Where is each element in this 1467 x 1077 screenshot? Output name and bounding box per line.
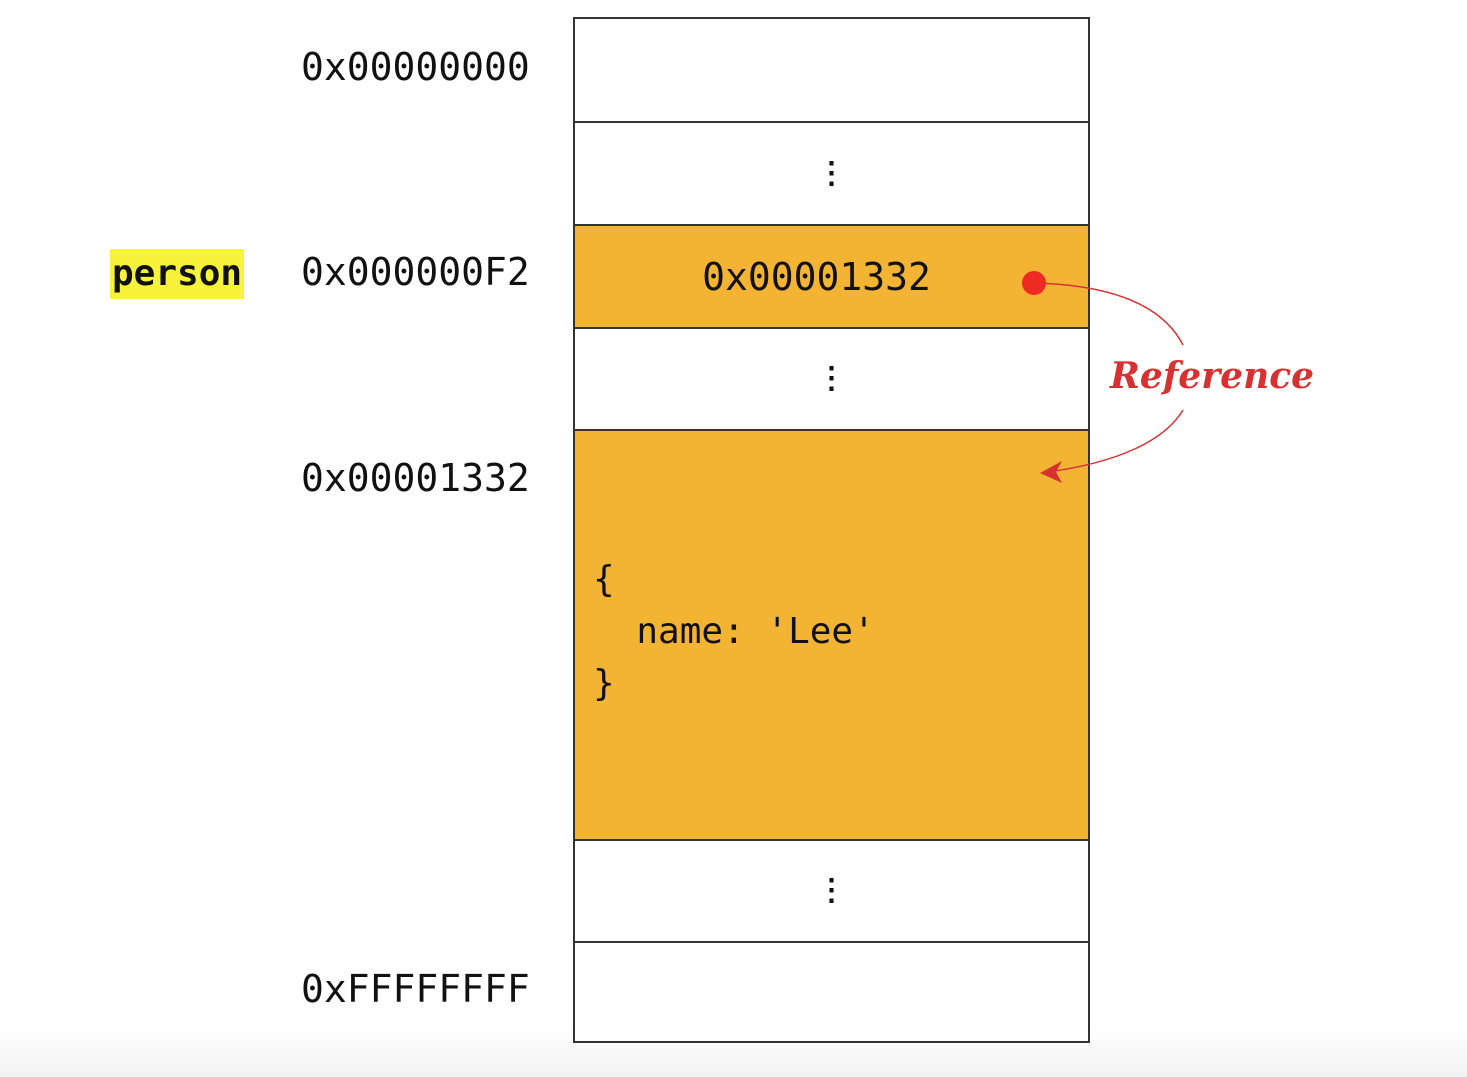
address-end: 0xFFFFFFFF (301, 967, 530, 1011)
reference-arrow-top-curve (1035, 282, 1184, 346)
reference-dot-icon (1022, 271, 1046, 295)
memory-cell-person: 0x00001332 (575, 224, 1088, 327)
arrowhead-icon (1040, 461, 1062, 483)
address-person: 0x000000F2 (301, 250, 530, 294)
address-object: 0x00001332 (301, 456, 530, 500)
ellipsis-icon: ⋮ (816, 361, 847, 396)
memory-cell-gap-3: ⋮ (575, 839, 1088, 941)
object-property: name: 'Lee' (593, 611, 875, 652)
ellipsis-icon: ⋮ (816, 155, 847, 191)
memory-cell-gap-2: ⋮ (575, 327, 1088, 429)
reference-arrow-bottom-curve (1047, 409, 1184, 473)
ellipsis-icon: ⋮ (816, 873, 847, 908)
memory-cell-gap-1: ⋮ (575, 121, 1088, 224)
variable-name-person: person (110, 249, 245, 299)
object-close-brace: } (593, 663, 615, 704)
memory-column: ⋮ 0x00001332 ⋮ { name: 'Lee' } ⋮ (573, 17, 1090, 1043)
memory-cell-end (575, 941, 1088, 1041)
reference-label: Reference (1110, 355, 1315, 397)
person-value: 0x00001332 (702, 254, 931, 299)
object-open-brace: { (593, 559, 615, 600)
memory-cell-object: { name: 'Lee' } (575, 429, 1088, 839)
address-start: 0x00000000 (301, 45, 530, 89)
